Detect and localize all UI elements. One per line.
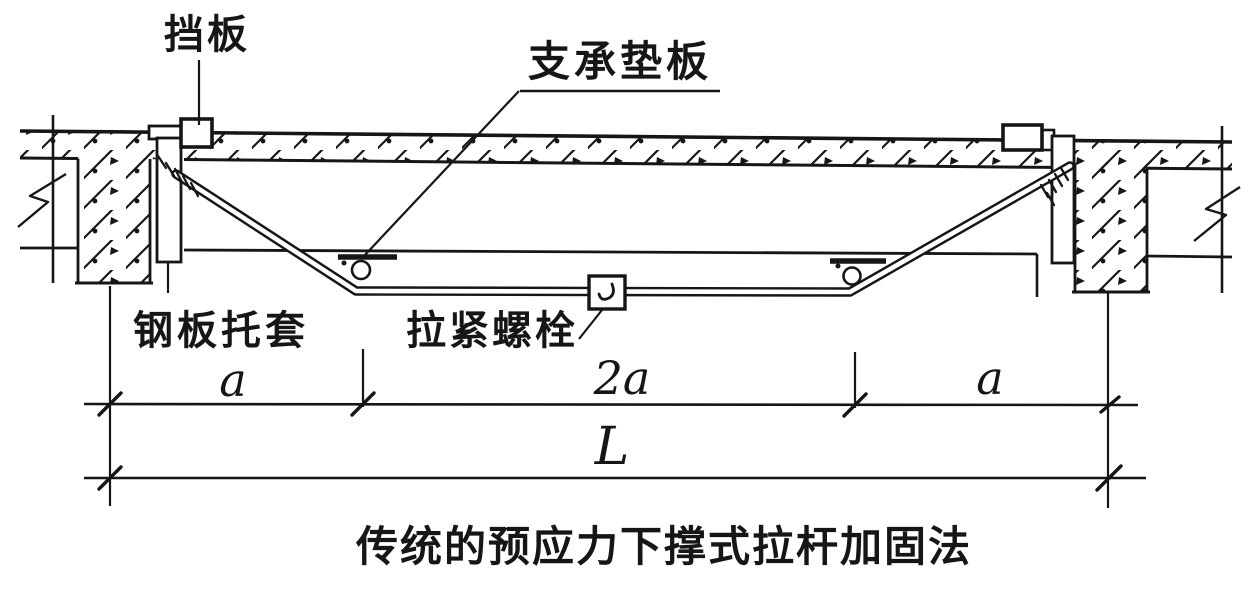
- left-anchor-threads: [156, 154, 200, 198]
- right-support-column: [1072, 162, 1150, 294]
- dim-label-a-left: a: [219, 353, 246, 407]
- left-support-column: [75, 158, 153, 285]
- tension-bolt-label: 拉紧螺栓: [406, 309, 578, 353]
- support-pad-leader-line: [363, 89, 720, 257]
- support-pad-label: 支承垫板: [528, 38, 712, 85]
- dim-label-2a: 2a: [593, 351, 651, 405]
- right-anchor-threads: [1039, 166, 1070, 207]
- dimension-line-segments: [83, 391, 1139, 418]
- left-baffle-block: [179, 117, 214, 149]
- break-mark-left: [17, 115, 67, 283]
- dim-label-total-L: L: [594, 417, 630, 477]
- tension-bolt-leader-line: [578, 309, 603, 340]
- right-support-pad: [830, 258, 886, 286]
- left-support-pad: [338, 254, 397, 281]
- break-mark-right: [1193, 126, 1241, 293]
- baffle-label: 挡板: [164, 13, 250, 57]
- dimension-extension-lines: [108, 286, 1110, 508]
- right-baffle-block: [1001, 123, 1044, 152]
- turnbuckle: [587, 274, 627, 311]
- steel-sleeve-label: 钢板托套: [133, 309, 309, 353]
- dimension-line-total: [84, 464, 1146, 492]
- figure-caption: 传统的预应力下撑式拉杆加固法: [355, 523, 972, 570]
- right-steel-sleeve: [1038, 128, 1076, 265]
- tie-rod: [171, 161, 1075, 297]
- dim-label-a-right: a: [976, 351, 1003, 405]
- beam-soffit-line: [20, 246, 1233, 297]
